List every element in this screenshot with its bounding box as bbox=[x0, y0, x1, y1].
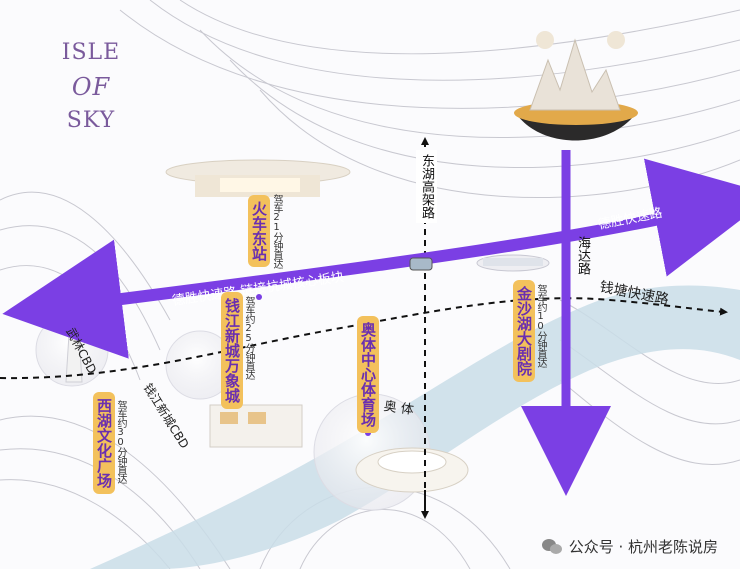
qianjiang-mixc-label: 钱江新城万象城 bbox=[221, 292, 243, 409]
logo-line2: OF bbox=[71, 73, 111, 101]
logo-line3: SKY bbox=[66, 108, 116, 133]
jinsha-theatre-label: 金沙湖大剧院 bbox=[513, 280, 535, 382]
olympic-center-label: 奥体中心体育场 bbox=[357, 316, 379, 433]
west-lake-square-label: 西湖文化广场 bbox=[93, 392, 115, 494]
qiantang-expressway bbox=[0, 297, 728, 380]
mixc-illustration bbox=[165, 330, 303, 448]
logo-line1: ISLE bbox=[61, 40, 121, 65]
olympic-stadium-illustration bbox=[313, 393, 469, 511]
wechat-icon bbox=[541, 538, 562, 554]
east-station-label: 火车东站 bbox=[248, 195, 270, 267]
watermark: 公众号 · 杭州老陈说房 bbox=[541, 536, 718, 557]
floating-island-illustration bbox=[514, 31, 638, 141]
grand-theatre-illustration bbox=[476, 254, 550, 272]
isle-of-sky-logo: ISLE OF SKY bbox=[56, 36, 126, 138]
watermark-text: 公众号 · 杭州老陈说房 bbox=[568, 538, 718, 556]
qianjiang-mixc-note: 驾车约25分钟直达 bbox=[243, 296, 254, 379]
jinsha-theatre-note: 驾车约10分钟直达 bbox=[535, 284, 546, 367]
aoti-label: 奥 体 bbox=[382, 399, 415, 419]
east-station-note: 驾车21分钟直达 bbox=[271, 194, 282, 268]
west-lake-square-note: 驾车约30分钟直达 bbox=[115, 400, 126, 483]
car-icon bbox=[409, 257, 433, 271]
east-station-illustration bbox=[165, 159, 351, 197]
donghu-label: 东湖高架路 bbox=[416, 150, 437, 223]
haida-label: 海达路 bbox=[575, 236, 590, 275]
